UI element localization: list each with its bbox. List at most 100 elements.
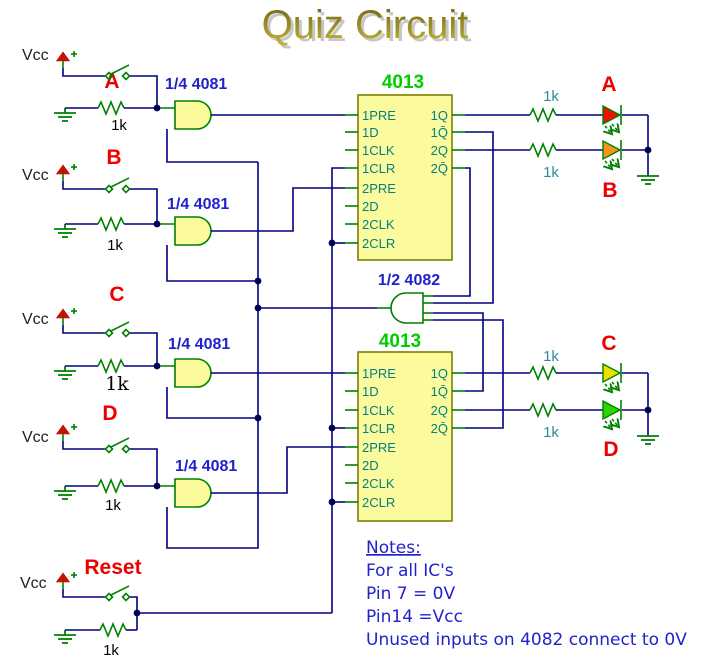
junction-dot <box>153 104 161 112</box>
wire <box>62 325 105 334</box>
vcc-symbol <box>55 51 77 68</box>
wire <box>130 332 158 366</box>
led-b <box>602 139 622 168</box>
resistor-c <box>97 357 125 375</box>
wire <box>433 131 494 304</box>
input-a-label: A <box>104 70 119 93</box>
svg-text:1CLK: 1CLK <box>362 403 395 418</box>
wire <box>433 319 504 429</box>
page-title-text: Quiz Circuit <box>262 3 469 47</box>
junction-dot <box>644 406 652 414</box>
ic-4013-1-pin-labels: 1PRE 1D 1CLK 1CLR 2PRE 2D 2CLK 2CLR 1Q 1… <box>362 108 448 251</box>
note-line: Unused inputs on 4082 connect to 0V <box>366 630 687 650</box>
led-bank-cd: 1k 1k C D <box>465 332 659 461</box>
wire <box>130 188 158 224</box>
ic-4013-1-title: 4013 <box>382 72 424 93</box>
vcc-label: Vcc <box>22 429 49 446</box>
led-c-resistor-label: 1k <box>543 348 559 365</box>
input-section-b: Vcc B 1k 1/4 4081 <box>22 146 345 282</box>
svg-text:1PRE: 1PRE <box>362 366 396 381</box>
wire <box>166 129 258 163</box>
gate-b-label: 1/4 4081 <box>167 196 229 213</box>
input-c-label: C <box>109 283 124 306</box>
switch-reset <box>104 585 131 602</box>
wire <box>130 596 138 630</box>
vcc-symbol <box>55 572 77 589</box>
note-line: For all IC's <box>366 561 454 581</box>
ground-symbol <box>54 486 76 500</box>
resistor-b <box>97 215 125 233</box>
svg-text:2Q: 2Q <box>431 143 448 158</box>
svg-text:2CLR: 2CLR <box>362 495 395 510</box>
wire <box>433 312 484 392</box>
resistor-reset-label: 1k <box>103 642 119 659</box>
svg-text:1PRE: 1PRE <box>362 108 396 123</box>
resistor-led-b <box>529 141 557 159</box>
ic-4013-2: 4013 1PRE 1D 1CLK 1CLR 2PRE 2D 2CLK 2CLR… <box>345 331 465 522</box>
svg-text:1Q: 1Q <box>431 366 448 381</box>
ground-symbol <box>637 175 659 185</box>
svg-text:2CLK: 2CLK <box>362 217 395 232</box>
svg-text:1D: 1D <box>362 125 379 140</box>
input-b-label: B <box>106 146 121 169</box>
ground-symbol <box>54 630 76 644</box>
svg-text:2CLR: 2CLR <box>362 236 395 251</box>
led-d <box>602 399 622 428</box>
resistor-reset <box>99 621 127 639</box>
gate-c-label: 1/4 4081 <box>168 336 230 353</box>
junction-dot <box>254 414 262 422</box>
led-b-label: B <box>602 179 617 202</box>
led-bank-ab: 1k 1k A B <box>465 73 659 202</box>
junction-dot <box>254 277 262 285</box>
wire <box>433 167 471 297</box>
ic-4013-2-title: 4013 <box>379 331 421 352</box>
ic-4013-2-body <box>357 351 453 522</box>
switch-d <box>104 437 131 454</box>
svg-text:2Q: 2Q <box>431 403 448 418</box>
svg-text:2Q̄: 2Q̄ <box>431 421 448 436</box>
led-d-resistor-label: 1k <box>543 424 559 441</box>
and-gate-a <box>174 100 212 130</box>
svg-text:2D: 2D <box>362 458 379 473</box>
resistor-d <box>97 477 125 495</box>
svg-text:2D: 2D <box>362 199 379 214</box>
ground-symbol <box>54 366 76 380</box>
ground-symbol <box>54 224 76 238</box>
wire <box>130 448 158 486</box>
gate-4082-stubs <box>377 295 433 321</box>
vcc-symbol <box>55 164 77 181</box>
svg-text:1Q: 1Q <box>431 108 448 123</box>
reset-bus <box>328 167 345 613</box>
and-gate-b <box>174 216 212 246</box>
switch-b <box>104 177 131 194</box>
page-title: Quiz Circuit Quiz Circuit <box>262 3 472 50</box>
vcc-label: Vcc <box>22 47 49 64</box>
ic-4013-2-pin-stubs <box>345 372 465 503</box>
resistor-led-d <box>529 401 557 419</box>
resistor-c-label: 1k <box>105 373 129 395</box>
junction-dot <box>328 239 336 247</box>
and-gate-d <box>174 478 212 508</box>
junction-dot <box>153 220 161 228</box>
and-gate-4082: 1/2 4082 <box>258 131 504 429</box>
gate-d-label: 1/4 4081 <box>175 458 237 475</box>
vcc-label: Vcc <box>22 167 49 184</box>
wire <box>62 441 105 450</box>
note-line: Pin14 =Vcc <box>366 607 463 627</box>
vcc-label: Vcc <box>20 575 47 592</box>
junction-dot <box>328 424 336 432</box>
wire <box>130 75 158 108</box>
led-c <box>602 362 622 391</box>
and-gate-4082-body <box>390 292 424 324</box>
wire <box>211 187 345 232</box>
reset-section: Vcc Reset 1k <box>20 556 332 659</box>
svg-text:2PRE: 2PRE <box>362 181 396 196</box>
note-line: Pin 7 = 0V <box>366 584 455 604</box>
svg-text:2Q̄: 2Q̄ <box>431 161 448 176</box>
svg-text:1CLK: 1CLK <box>362 143 395 158</box>
resistor-led-a <box>529 106 557 124</box>
vcc-label: Vcc <box>22 311 49 328</box>
ground-symbol <box>637 435 659 445</box>
led-a-label: A <box>601 73 616 96</box>
